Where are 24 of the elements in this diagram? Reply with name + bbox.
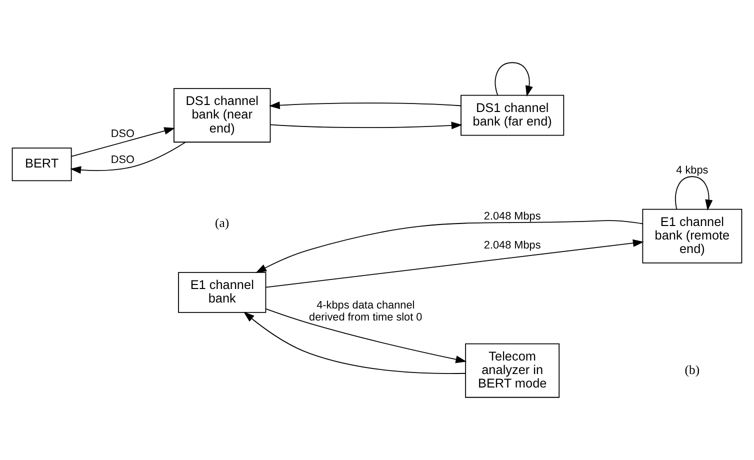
label: (a)	[215, 216, 230, 230]
node-box: BERT	[12, 148, 72, 182]
node-box: E1 channel bank (remote end)	[642, 208, 742, 264]
arrow	[265, 239, 644, 288]
arrow	[244, 312, 466, 374]
edge-label: 2.048 Mbps	[484, 210, 541, 222]
node-box: Telecom analyzer in BERT mode	[465, 343, 560, 398]
label: (b)	[684, 362, 700, 377]
edge-label: DSO	[110, 128, 134, 140]
arrow	[675, 176, 713, 211]
edge-label: 2.048 Mbps	[484, 239, 541, 252]
edge-label: 4-kbps data channel derived from time slot 0	[309, 299, 422, 324]
node-box: DS1 channel bank (near end)	[174, 88, 271, 143]
arrow	[494, 62, 533, 97]
node-box: DS1 channel bank (far end)	[460, 94, 564, 136]
edge-label: DSO	[110, 154, 134, 166]
arrow	[268, 102, 462, 110]
arrow	[70, 127, 176, 157]
node-box: E1 channel bank	[178, 272, 266, 313]
arrow	[70, 142, 186, 174]
edge-label: 4 kbps	[676, 164, 708, 177]
arrow	[270, 122, 462, 130]
arrow	[256, 220, 644, 273]
arrow	[265, 308, 467, 364]
